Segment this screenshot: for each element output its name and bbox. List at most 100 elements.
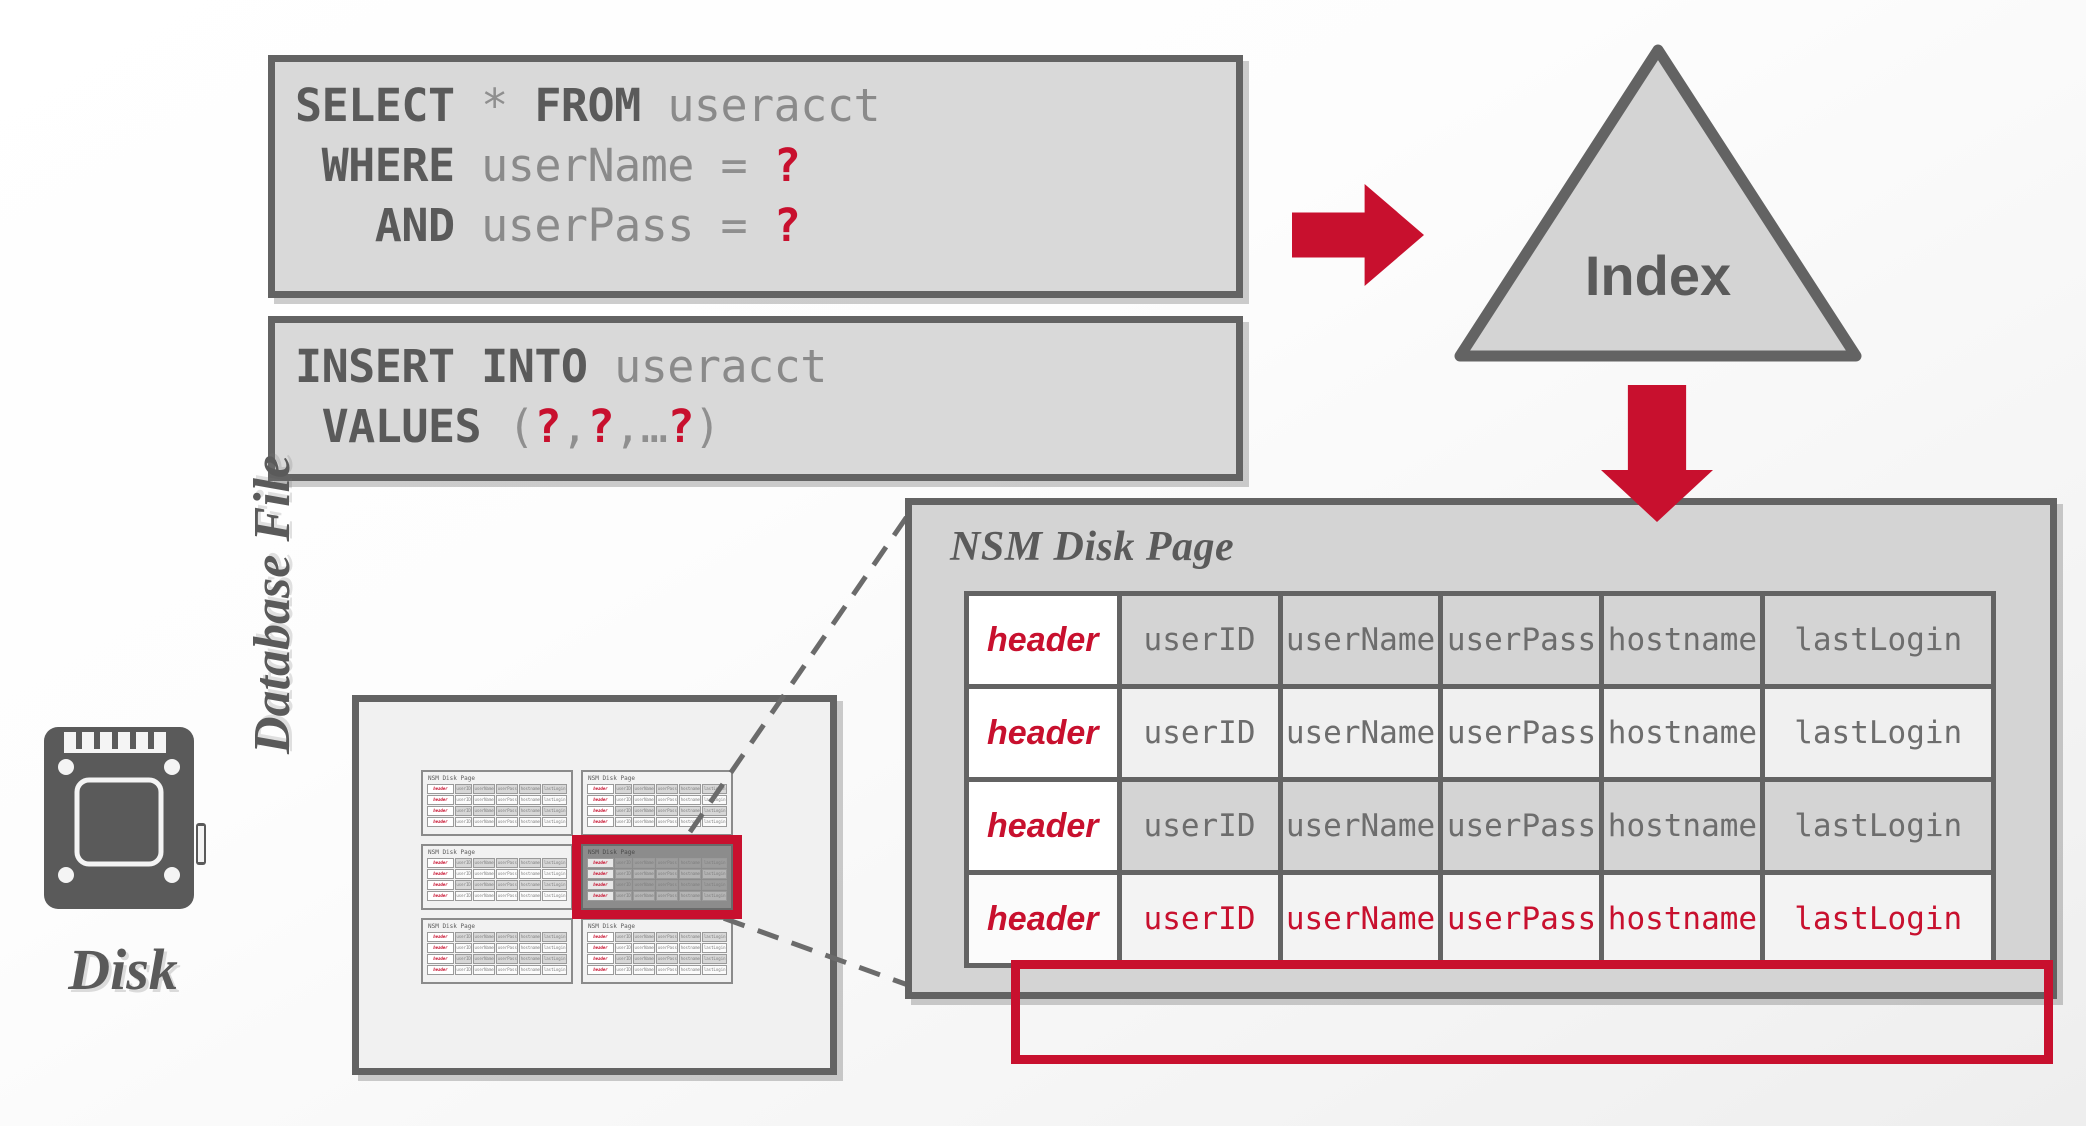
record-header-cell: header	[969, 689, 1117, 777]
mini-record-header-cell: header	[587, 795, 614, 805]
mini-record-field-cell: userName	[633, 954, 656, 964]
mini-record-field-cell: userName	[633, 965, 656, 975]
record-field-cell: userName	[1282, 689, 1439, 777]
mini-record-field-cell: hostname	[679, 932, 702, 942]
mini-record-field-cell: hostname	[519, 954, 542, 964]
mini-record-field-cell: userName	[473, 932, 496, 942]
mini-record-field-cell: userName	[473, 891, 496, 901]
mini-record-header-cell: header	[427, 795, 454, 805]
mini-record-header-cell: header	[587, 891, 614, 901]
mini-record-field-cell: userName	[473, 880, 496, 890]
mini-record-header-cell: header	[427, 880, 454, 890]
mini-record-field-cell: userName	[633, 817, 656, 827]
mini-record-header-cell: header	[587, 784, 614, 794]
mini-record-field-cell: lastLogin	[702, 806, 727, 816]
mini-record-header-cell: header	[427, 954, 454, 964]
mini-record-field-cell: userPass	[496, 954, 519, 964]
mini-record-field-cell: userID	[615, 943, 633, 953]
arrow-right-icon	[1292, 184, 1424, 286]
mini-record-header-cell: header	[427, 932, 454, 942]
mini-record-field-cell: userName	[473, 943, 496, 953]
record-field-cell: userName	[1282, 782, 1439, 870]
mini-record-field-cell: userID	[455, 806, 473, 816]
record-field-cell: userPass	[1443, 596, 1600, 684]
index-triangle: Index	[1448, 38, 1868, 368]
mini-record-field-cell: userPass	[656, 954, 679, 964]
record-field-cell: userID	[1121, 689, 1278, 777]
mini-record-field-cell: userID	[455, 891, 473, 901]
record-field-cell: hostname	[1604, 689, 1761, 777]
database-file-label: Database File	[244, 455, 301, 754]
mini-record-field-cell: userID	[615, 954, 633, 964]
mini-record-field-cell: lastLogin	[702, 795, 727, 805]
mini-record-field-cell: lastLogin	[702, 943, 727, 953]
disk-label: Disk	[68, 937, 178, 1002]
disk-group: Disk	[38, 723, 223, 1003]
mini-record-field-cell: userID	[455, 932, 473, 942]
mini-record-field-cell: userPass	[496, 858, 519, 868]
mini-record-header-cell: header	[587, 880, 614, 890]
mini-record-field-cell: userPass	[496, 795, 519, 805]
mini-record-field-cell: hostname	[519, 784, 542, 794]
record-field-cell: lastLogin	[1765, 782, 1991, 870]
highlighted-record-ring	[1011, 960, 2053, 1064]
disk-icon	[44, 727, 206, 909]
mini-record-field-cell: lastLogin	[542, 943, 567, 953]
mini-record-header-cell: header	[587, 806, 614, 816]
record-field-cell: hostname	[1604, 596, 1761, 684]
record-field-cell: userName	[1282, 596, 1439, 684]
record-field-cell: hostname	[1604, 782, 1761, 870]
mini-record-field-cell: userPass	[656, 869, 679, 879]
mini-record-field-cell: lastLogin	[542, 954, 567, 964]
mini-record-header-cell: header	[587, 817, 614, 827]
mini-record-field-cell: userPass	[656, 943, 679, 953]
mini-record-field-cell: userID	[615, 795, 633, 805]
record-field-cell: userPass	[1443, 782, 1600, 870]
mini-record-field-cell: userName	[633, 869, 656, 879]
record-field-cell: lastLogin	[1765, 689, 1991, 777]
mini-disk-page-title: NSM Disk Page	[588, 923, 635, 930]
mini-record-field-cell: userName	[473, 795, 496, 805]
mini-record-header-cell: header	[427, 943, 454, 953]
mini-record-field-cell: lastLogin	[702, 954, 727, 964]
mini-disk-page-title: NSM Disk Page	[428, 775, 475, 782]
mini-record-field-cell: userID	[615, 784, 633, 794]
mini-record-field-cell: userName	[633, 806, 656, 816]
mini-record-field-cell: userPass	[496, 784, 519, 794]
mini-record-field-cell: userPass	[656, 806, 679, 816]
mini-record-field-cell: hostname	[679, 817, 702, 827]
mini-record-field-cell: hostname	[679, 784, 702, 794]
mini-record-field-cell: userPass	[656, 965, 679, 975]
mini-record-field-cell: userPass	[496, 880, 519, 890]
mini-record-field-cell: userID	[455, 954, 473, 964]
mini-record-field-cell: userName	[473, 869, 496, 879]
record-field-cell: userName	[1282, 875, 1439, 963]
mini-record-field-cell: lastLogin	[542, 891, 567, 901]
mini-record-field-cell: hostname	[519, 965, 542, 975]
mini-disk-page-title: NSM Disk Page	[428, 923, 475, 930]
mini-record-field-cell: userName	[473, 965, 496, 975]
mini-record-field-cell: userPass	[656, 880, 679, 890]
mini-record-field-cell: hostname	[519, 817, 542, 827]
mini-record-header-cell: header	[427, 784, 454, 794]
mini-record-field-cell: lastLogin	[542, 965, 567, 975]
sql-insert-text: INSERT INTO useracct VALUES (?,?,…?)	[295, 340, 827, 453]
mini-record-field-cell: lastLogin	[542, 858, 567, 868]
mini-record-field-cell: hostname	[679, 954, 702, 964]
